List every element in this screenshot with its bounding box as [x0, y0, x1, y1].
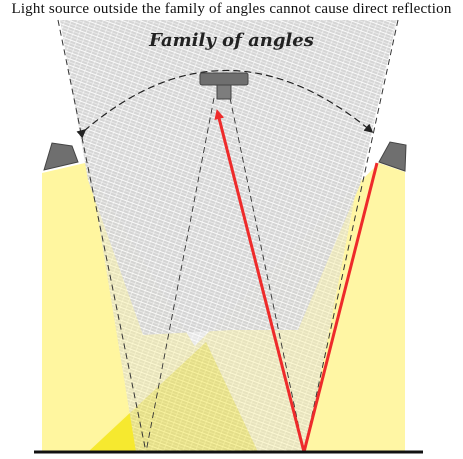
- reflected-ray: [214, 109, 306, 453]
- incident-ray: [302, 162, 379, 453]
- left-light-fixture-icon: [43, 142, 79, 171]
- family-of-angles-label: Family of angles: [149, 30, 314, 51]
- family-arc: [76, 70, 374, 139]
- family-boundary-left: [57, 19, 147, 453]
- family-boundary-right: [303, 19, 399, 453]
- family-lower-wedge: [90, 170, 360, 452]
- right-light-fixture-icon: [378, 141, 407, 172]
- camera-icon: [199, 72, 249, 100]
- diagram-caption: Light source outside the family of angle…: [11, 1, 452, 17]
- camera-sightline-left: [145, 97, 215, 453]
- camera-sightline-right: [229, 97, 305, 453]
